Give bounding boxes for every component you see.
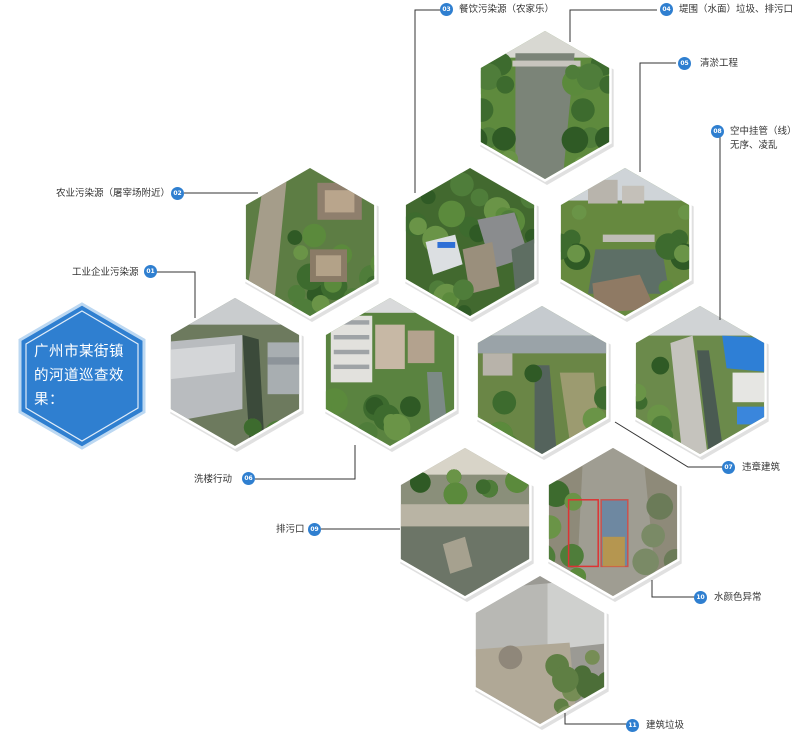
- label-01: 工业企业污染源: [72, 267, 139, 278]
- leader-line-03: [414, 9, 447, 193]
- badge-09: 09: [308, 523, 321, 536]
- label-08: 空中挂管（线）: [730, 126, 797, 137]
- label-04: 堤围（水面）垃圾、排污口: [679, 4, 794, 15]
- photo-hexagon-river-bridge: [480, 31, 610, 179]
- photo-hexagon-dredging: [560, 168, 690, 316]
- leader-line-08: [717, 131, 721, 320]
- badge-10: 10: [694, 591, 707, 604]
- label-06: 洗楼行动: [194, 474, 233, 485]
- label-08-line2: 无序、凌乱: [730, 140, 778, 151]
- photo-hexagon-outfall: [400, 448, 530, 596]
- photo-hexagon-town-river: [477, 306, 607, 454]
- photo-hexagon-water-color: [548, 448, 678, 596]
- label-03: 餐饮污染源（农家乐）: [459, 4, 555, 15]
- badge-07: 07: [722, 461, 735, 474]
- photo-hexagon-farm-ruins: [245, 168, 375, 316]
- photo-hexagon-buildings: [325, 298, 455, 446]
- title-hexagon-shape: [18, 302, 146, 450]
- badge-02: 02: [171, 187, 184, 200]
- leader-line-11: [564, 713, 628, 725]
- leader-line-10: [651, 580, 696, 598]
- leader-line-04: [569, 9, 657, 42]
- photo-hexagon-bluehouse-river: [635, 306, 765, 454]
- leader-line-07: [614, 421, 724, 468]
- badge-01: 01: [144, 265, 157, 278]
- title-hexagon: 广州市某街镇的河道巡查效果：: [18, 302, 146, 450]
- badge-11: 11: [626, 719, 639, 732]
- label-02: 农业污染源（屠宰场附近）: [56, 188, 171, 199]
- photo-hexagon-construction-waste: [475, 576, 605, 724]
- photo-hexagon-restaurant-trees: [405, 168, 535, 316]
- label-05: 清淤工程: [700, 58, 739, 69]
- leader-line-06: [255, 445, 356, 480]
- badge-06: 06: [242, 472, 255, 485]
- label-07: 违章建筑: [742, 462, 781, 473]
- photo-hexagon-factory-river: [170, 298, 300, 446]
- page-title: 广州市某街镇的河道巡查效果：: [34, 344, 124, 408]
- label-10: 水颜色异常: [714, 592, 762, 603]
- label-09: 排污口: [276, 524, 305, 535]
- badge-03: 03: [440, 3, 453, 16]
- badge-05: 05: [678, 57, 691, 70]
- label-11: 建筑垃圾: [646, 720, 685, 731]
- badge-08: 08: [711, 125, 724, 138]
- leader-line-05: [639, 62, 676, 172]
- leader-line-01: [155, 271, 196, 318]
- badge-04: 04: [660, 3, 673, 16]
